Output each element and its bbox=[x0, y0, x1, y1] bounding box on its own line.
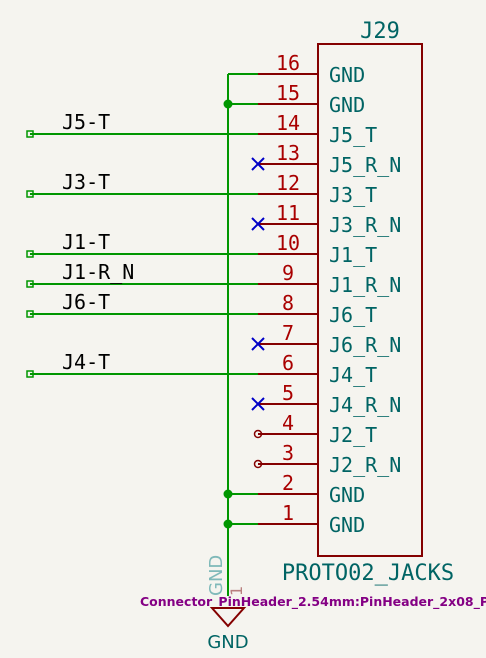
net-j1-r_n[interactable]: J1-R_N bbox=[26, 260, 258, 288]
pin-name: GND bbox=[329, 93, 365, 117]
pin-number: 11 bbox=[276, 201, 300, 225]
wire-end-icon bbox=[26, 190, 34, 198]
net-label[interactable]: J1-T bbox=[62, 230, 110, 254]
pin-number: 15 bbox=[276, 81, 300, 105]
no-connect-icon[interactable] bbox=[251, 337, 265, 351]
pin-number: 2 bbox=[282, 471, 294, 495]
wire-end-icon bbox=[26, 130, 34, 138]
pin-number: 1 bbox=[282, 501, 294, 525]
reference-designator[interactable]: J29 bbox=[360, 19, 400, 44]
pin-number: 5 bbox=[282, 381, 294, 405]
no-connect-stroke bbox=[251, 217, 265, 231]
junction-dot bbox=[223, 519, 233, 529]
pin-name: J6_R_N bbox=[329, 333, 401, 357]
pin-name: J1_T bbox=[329, 243, 377, 267]
net-j1-t[interactable]: J1-T bbox=[26, 230, 258, 258]
no-connect-stroke bbox=[251, 157, 265, 171]
net-j6-t[interactable]: J6-T bbox=[26, 290, 258, 318]
pin-number: 10 bbox=[276, 231, 300, 255]
unconnected-pin-icon bbox=[253, 429, 263, 439]
footprint-field[interactable]: Connector_PinHeader_2.54mm:PinHeader_2x0… bbox=[140, 594, 486, 610]
pin-number: 8 bbox=[282, 291, 294, 315]
pin-number: 14 bbox=[276, 111, 300, 135]
pin-number: 7 bbox=[282, 321, 294, 345]
pin-name: J4_T bbox=[329, 363, 377, 387]
power-symbol-hidden-value: GND bbox=[206, 555, 227, 596]
net-label[interactable]: J6-T bbox=[62, 290, 110, 314]
junction-dot bbox=[223, 489, 233, 499]
pin-number: 3 bbox=[282, 441, 294, 465]
net-label[interactable]: J1-R_N bbox=[62, 260, 134, 284]
pin-number: 16 bbox=[276, 51, 300, 75]
pin-name: J2_T bbox=[329, 423, 377, 447]
wire-end-icon bbox=[26, 310, 34, 318]
connector-body[interactable] bbox=[317, 43, 423, 557]
gnd-bus-wire bbox=[227, 73, 318, 596]
net-j3-t[interactable]: J3-T bbox=[26, 170, 258, 198]
pin-number: 9 bbox=[282, 261, 294, 285]
pin-name: J5_T bbox=[329, 123, 377, 147]
pin-name: J6_T bbox=[329, 303, 377, 327]
net-label[interactable]: J4-T bbox=[62, 350, 110, 374]
pin-number: 13 bbox=[276, 141, 300, 165]
power-symbol-label: GND bbox=[207, 632, 248, 653]
pin-name: GND bbox=[329, 483, 365, 507]
net-j4-t[interactable]: J4-T bbox=[26, 350, 258, 378]
pin-number: 6 bbox=[282, 351, 294, 375]
pin-number: 4 bbox=[282, 411, 294, 435]
pin-name: J2_R_N bbox=[329, 453, 401, 477]
wire-end-icon bbox=[26, 280, 34, 288]
wire-end-icon bbox=[26, 370, 34, 378]
no-connect-icon[interactable] bbox=[251, 157, 265, 171]
pin-name: J1_R_N bbox=[329, 273, 401, 297]
unconnected-pin-icon bbox=[253, 459, 263, 469]
pin-name: GND bbox=[329, 63, 365, 87]
pin-name: J5_R_N bbox=[329, 153, 401, 177]
pin-number: 12 bbox=[276, 171, 300, 195]
net-j5-t[interactable]: J5-T bbox=[26, 110, 258, 138]
no-connect-stroke bbox=[251, 337, 265, 351]
pin-name: J3_R_N bbox=[329, 213, 401, 237]
pin-name: J4_R_N bbox=[329, 393, 401, 417]
component-value[interactable]: PROTO02_JACKS bbox=[282, 561, 454, 586]
net-label[interactable]: J3-T bbox=[62, 170, 110, 194]
pin-name: J3_T bbox=[329, 183, 377, 207]
no-connect-icon[interactable] bbox=[251, 217, 265, 231]
junction-dot bbox=[223, 99, 233, 109]
no-connect-stroke bbox=[251, 397, 265, 411]
wire-end-icon bbox=[26, 250, 34, 258]
gnd-power-symbol[interactable]: GND 1 GND bbox=[206, 555, 249, 653]
ground-icon bbox=[209, 607, 247, 628]
no-connect-icon[interactable] bbox=[251, 397, 265, 411]
power-symbol-hidden-ref: 1 bbox=[227, 586, 246, 596]
net-label[interactable]: J5-T bbox=[62, 110, 110, 134]
pin-name: GND bbox=[329, 513, 365, 537]
